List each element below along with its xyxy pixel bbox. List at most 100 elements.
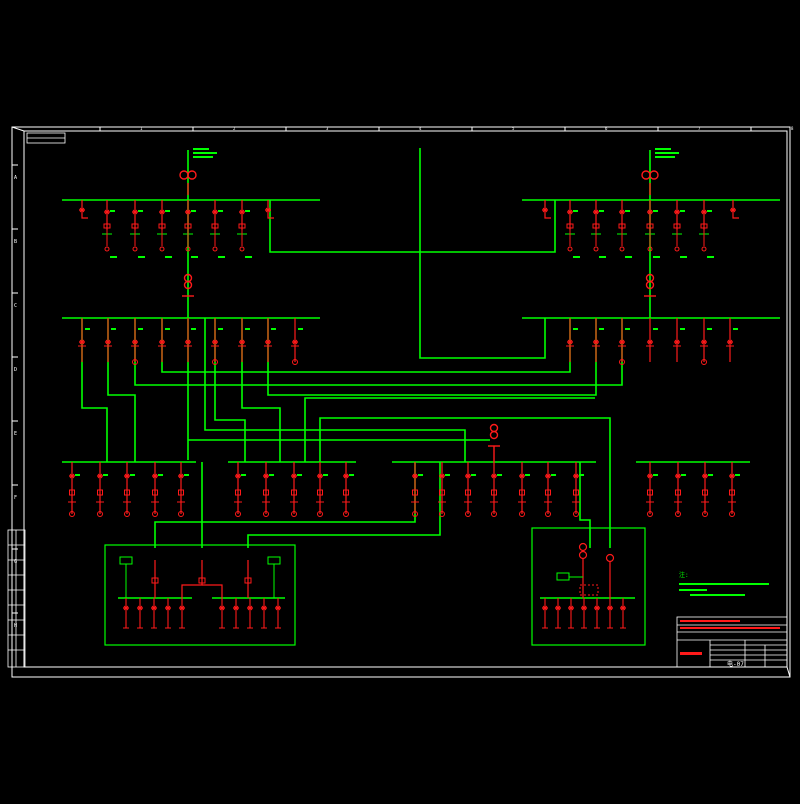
zone-letter: B xyxy=(14,239,17,245)
zone-letter: G xyxy=(14,559,17,565)
feeder-drop xyxy=(699,200,714,258)
feeder-stub xyxy=(79,200,88,219)
tie-transformer-right xyxy=(644,273,656,297)
feeder-drop xyxy=(518,462,530,517)
feeder-drop xyxy=(490,462,502,517)
panel-drop xyxy=(620,598,626,629)
feeder-drop xyxy=(674,462,686,517)
zone-number: 6 xyxy=(605,126,608,131)
feeder-drop xyxy=(316,462,328,517)
panel-drop xyxy=(542,598,548,629)
title-block xyxy=(676,616,788,668)
zone-number: 7 xyxy=(698,126,701,131)
feeder-drop xyxy=(701,462,713,517)
panel-drop xyxy=(233,598,239,629)
panel-drop xyxy=(607,598,613,629)
feeder-stub xyxy=(265,200,274,219)
panel-drop xyxy=(568,598,574,629)
feeder-drop xyxy=(104,318,116,362)
feeder-drop xyxy=(157,200,172,258)
feeder-drop xyxy=(130,200,145,258)
feeder-drop xyxy=(262,462,274,517)
title-block-text xyxy=(680,620,780,655)
incoming-transformer-left xyxy=(179,148,217,195)
feeder-drop xyxy=(464,462,476,517)
zone-letter: D xyxy=(14,367,17,373)
feeder-drop xyxy=(617,200,632,258)
panel-drop xyxy=(137,598,143,629)
zone-number: 2 xyxy=(233,126,236,131)
notes-title: 注: xyxy=(679,571,689,579)
panel-drop xyxy=(261,598,267,629)
panel-drop xyxy=(275,598,281,629)
panel-drop xyxy=(179,598,185,629)
zone-letter: H xyxy=(14,623,17,629)
notes-block xyxy=(679,583,769,596)
incoming-transformer-right xyxy=(641,148,679,195)
tie-transformer-left xyxy=(182,273,194,297)
feeder-drop xyxy=(211,318,223,365)
zone-number: 4 xyxy=(419,126,422,131)
zone-number: 3 xyxy=(326,126,329,131)
feeder-drop xyxy=(158,318,170,362)
zone-letter: F xyxy=(14,495,17,501)
feeder-drop xyxy=(438,462,450,517)
feeder-drop xyxy=(618,318,630,365)
panel-drop xyxy=(123,598,129,629)
feeder-drop xyxy=(96,462,108,517)
feeder-drop xyxy=(646,462,658,517)
feeder-drop xyxy=(234,462,246,517)
approval-strip xyxy=(7,529,26,668)
feeder-drop xyxy=(592,318,604,362)
panel-right[interactable] xyxy=(531,527,646,646)
zone-number: 5 xyxy=(512,126,515,131)
feeder-drop xyxy=(342,462,354,517)
feeder-drop xyxy=(672,200,687,258)
feeder-drop xyxy=(184,318,196,362)
feeder-drop xyxy=(151,462,163,517)
feeder-drop xyxy=(78,318,90,362)
zone-letter: E xyxy=(14,431,17,437)
panel-drop xyxy=(219,598,225,629)
feeder-drop xyxy=(123,462,135,517)
feeder-drop xyxy=(177,462,189,517)
feeder-drop xyxy=(210,200,225,258)
panel-drop xyxy=(247,598,253,629)
feeder-stub xyxy=(730,200,739,219)
feeder-drop xyxy=(131,318,143,365)
feeder-drop xyxy=(264,318,276,362)
feeder-drop xyxy=(572,462,584,517)
feeder-drop xyxy=(238,318,250,362)
drawing-frame xyxy=(11,126,791,678)
panel-drop xyxy=(151,598,157,629)
feeder-drop xyxy=(728,462,740,517)
drawing-number: 电-07 xyxy=(727,660,744,668)
zone-number: 1 xyxy=(140,126,143,131)
feeder-drop xyxy=(591,200,606,258)
feeder-drop xyxy=(700,318,712,365)
feeder-drop xyxy=(673,318,685,362)
feeder-branches xyxy=(68,200,780,655)
zone-letter: C xyxy=(14,303,17,309)
feeder-drop xyxy=(291,318,303,365)
feeder-drop xyxy=(646,318,658,362)
panel-drop xyxy=(594,598,600,629)
interconnect-wiring xyxy=(81,148,651,548)
zone-ruler-left: A B C D E F G H xyxy=(12,164,18,629)
feeder-drop xyxy=(565,200,580,258)
feeder-drop xyxy=(726,318,738,362)
tie-transformer-center xyxy=(488,423,500,462)
feeder-drop xyxy=(183,200,198,258)
feeder-drop xyxy=(566,318,578,362)
panel-drop xyxy=(581,598,587,629)
feeder-drop xyxy=(237,200,252,258)
feeder-drop xyxy=(411,462,423,517)
panel-drop xyxy=(165,598,171,629)
feeder-drop xyxy=(68,462,80,517)
feeder-drop xyxy=(544,462,556,517)
panel-left[interactable] xyxy=(104,544,296,646)
zone-letter: A xyxy=(14,175,17,181)
feeder-stub xyxy=(542,200,551,219)
